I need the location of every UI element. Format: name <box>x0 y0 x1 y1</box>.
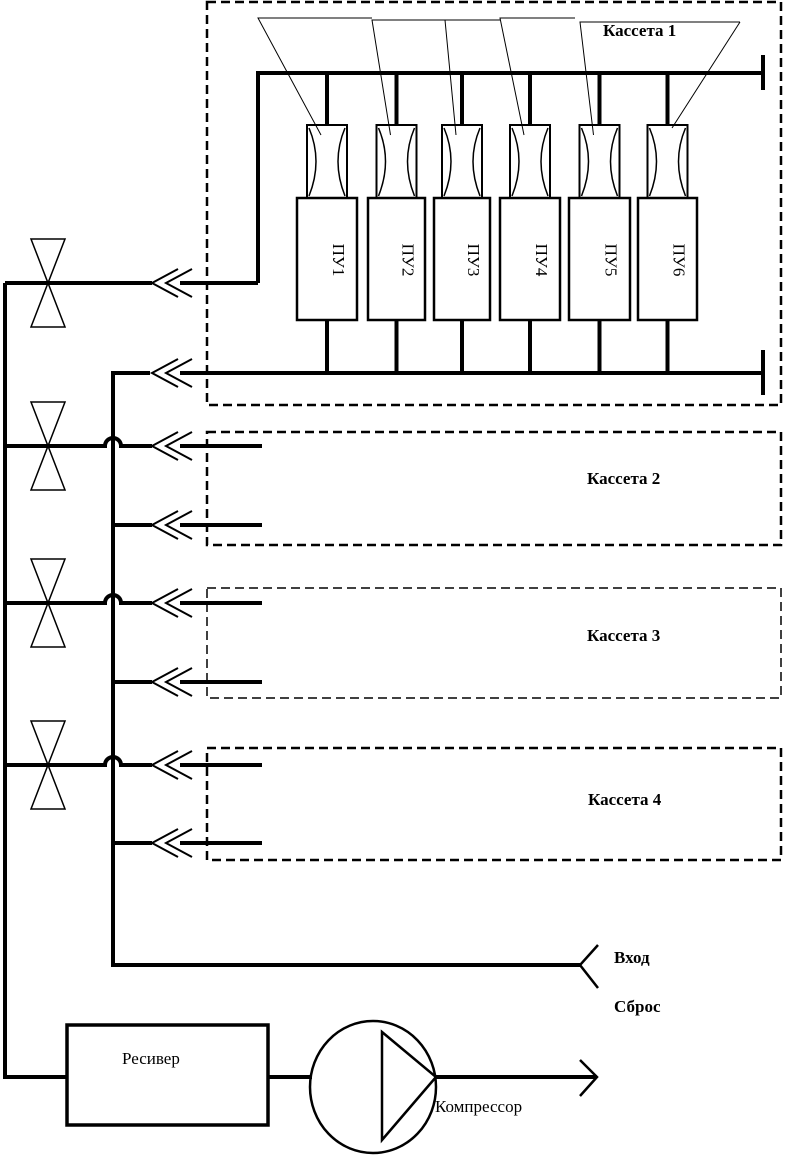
nozzle-throat-icon <box>443 127 481 197</box>
leader-line <box>671 21 741 129</box>
compressor-triangle <box>380 1029 438 1144</box>
coupling-icon <box>163 510 193 540</box>
cassette-3-label: Кассета 3 <box>587 626 660 645</box>
unit-label: ПУ3 <box>464 244 483 277</box>
unit-box <box>295 196 359 322</box>
coupling-icon <box>149 667 179 697</box>
discharge-arrow-icon <box>579 1059 599 1097</box>
inlet-fork-icon <box>578 944 599 989</box>
cassette-3-box <box>206 587 782 699</box>
cassette-2-box <box>205 430 783 547</box>
receiver-box <box>65 1023 270 1127</box>
nozzle-icon <box>646 124 689 199</box>
feed-line-2 <box>5 436 262 448</box>
nozzle-throat-icon <box>580 127 619 197</box>
unit-label: ПУ6 <box>670 244 689 277</box>
supply-bus <box>256 55 765 283</box>
nozzle-icon <box>441 124 483 199</box>
coupling-icon <box>149 828 179 858</box>
coupling-icon <box>149 588 179 618</box>
unit-box <box>567 196 632 322</box>
nozzle-throat-icon <box>648 127 687 197</box>
leader-line <box>499 17 575 136</box>
nozzle-throat-icon <box>377 127 416 197</box>
nozzle-throat-icon <box>511 127 549 197</box>
valve-icon <box>29 558 67 648</box>
unit-label: ПУ5 <box>602 244 621 277</box>
main-return-line <box>111 371 580 967</box>
inlet-label: Вход <box>614 948 650 967</box>
main-supply-line <box>3 283 67 1079</box>
nozzle-icon <box>306 124 348 199</box>
receiver-label: Ресивер <box>122 1049 180 1068</box>
coupling-icon <box>163 588 193 618</box>
valve-icon <box>29 238 67 328</box>
nozzle-icon <box>578 124 621 199</box>
unit-label: ПУ2 <box>399 244 418 277</box>
cassette-2-label: Кассета 2 <box>587 469 660 488</box>
coupling-icon <box>163 828 193 858</box>
leader-line <box>257 17 372 136</box>
return-bus <box>180 350 765 395</box>
leader-line <box>371 19 445 136</box>
coupling-icon <box>149 431 179 461</box>
leader-line <box>579 21 740 136</box>
compressor-icon <box>308 1019 438 1155</box>
coupling-icon <box>163 268 193 298</box>
nozzle-throat-icon <box>308 127 346 197</box>
coupling-icon <box>149 268 179 298</box>
leader-line <box>444 19 500 136</box>
coupling-icon <box>163 358 193 388</box>
unit-box <box>498 196 562 322</box>
nozzle-icon <box>509 124 551 199</box>
feed-line-3 <box>5 593 262 605</box>
coupling-icon <box>163 431 193 461</box>
unit-box <box>636 196 699 322</box>
coupling-icon <box>149 510 179 540</box>
nozzle-icon <box>375 124 418 199</box>
coupling-icon <box>163 750 193 780</box>
discharge-label: Сброс <box>614 997 661 1016</box>
coupling-icon <box>149 358 179 388</box>
cassette-1-label: Кассета 1 <box>603 21 676 40</box>
valve-icon <box>29 401 67 491</box>
cassette-1-box <box>205 0 783 407</box>
feed-line-4 <box>5 755 262 767</box>
unit-label: ПУ1 <box>329 244 348 277</box>
unit-box <box>366 196 427 322</box>
coupling-icon <box>149 750 179 780</box>
coupling-icon <box>163 667 193 697</box>
compressor-label: Компрессор <box>435 1097 522 1116</box>
cassette-4-box <box>205 746 783 862</box>
cassette-4-label: Кассета 4 <box>588 790 662 809</box>
valve-icon <box>29 720 67 810</box>
unit-box <box>432 196 492 322</box>
unit-label: ПУ4 <box>532 244 551 277</box>
